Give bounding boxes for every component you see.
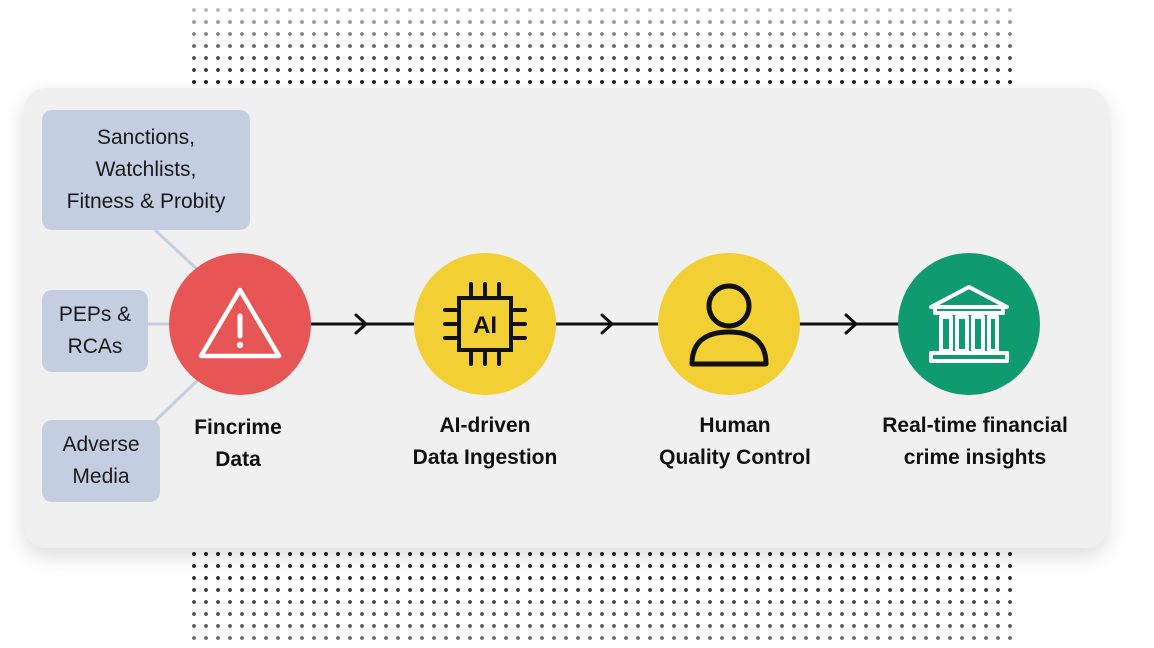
source-peps-box: PEPs & RCAs [42, 290, 148, 372]
source-sanctions-label: Sanctions, Watchlists, Fitness & Probity [66, 126, 226, 213]
person-icon [689, 283, 769, 367]
ai-ingestion-node: AI [414, 253, 556, 395]
insights-label: Real-time financial crime insights [882, 414, 1068, 469]
arrow-head-3 [844, 313, 858, 335]
human-qc-label: Human Quality Control [659, 414, 811, 469]
dot-pattern-bottom [188, 548, 1020, 644]
dot-pattern-top [188, 4, 1020, 86]
source-adverse-label: Adverse Media [62, 433, 140, 488]
connector-adverse [150, 376, 202, 426]
warning-triangle-icon [198, 287, 282, 359]
arrow-head-1 [354, 313, 368, 335]
ai-chip-icon: AI [443, 282, 527, 366]
source-adverse-box: Adverse Media [42, 420, 160, 502]
human-qc-node [658, 253, 800, 395]
insights-node [898, 253, 1040, 395]
ai-chip-text: AI [473, 312, 497, 339]
connector-sanctions [153, 228, 202, 274]
bank-building-icon [929, 285, 1009, 363]
source-peps-label: PEPs & RCAs [58, 303, 132, 358]
fincrime-data-label: Fincrime Data [194, 416, 282, 471]
arrow-head-2 [600, 313, 614, 335]
source-sanctions-box: Sanctions, Watchlists, Fitness & Probity [42, 110, 250, 230]
fincrime-data-node [169, 253, 311, 395]
ai-ingestion-label: AI-driven Data Ingestion [412, 414, 558, 469]
